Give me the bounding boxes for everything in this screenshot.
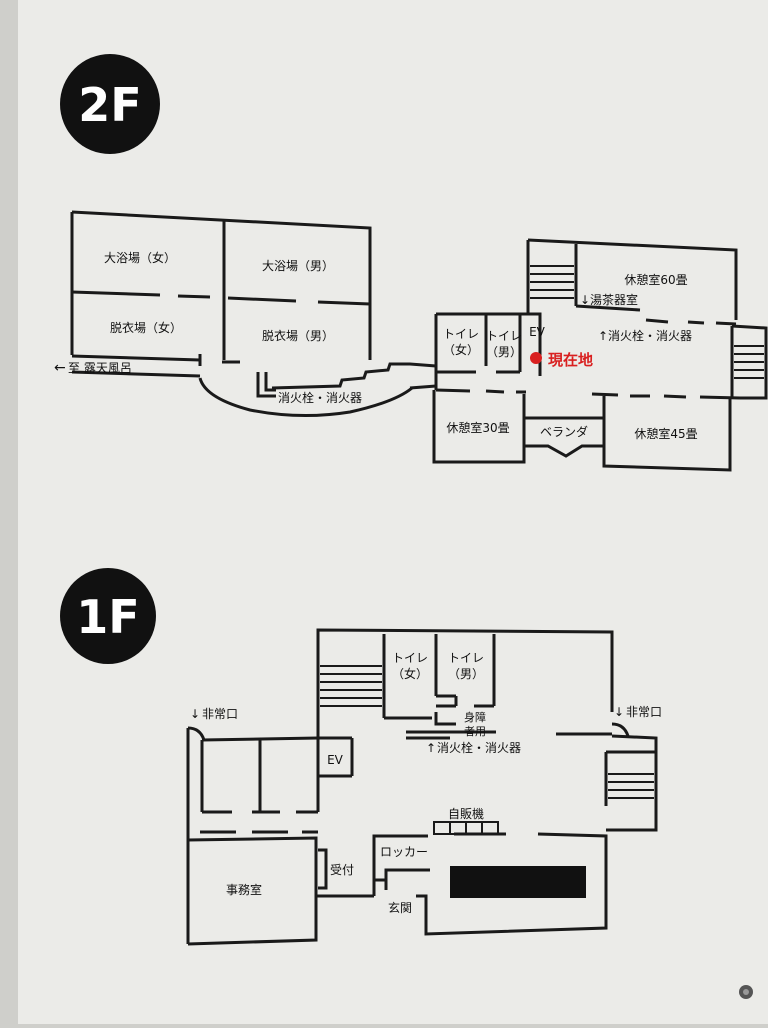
label-current-location: 現在地 [548, 351, 593, 369]
label-emergency-exit-left: 非常口 [202, 707, 238, 721]
room-vending: 自販機 [448, 806, 484, 821]
label-hydrant-1f: 消火栓・消火器 [437, 740, 521, 755]
stairs-1f-right [608, 773, 654, 799]
room-toilet-women-2f-line2: （女） [443, 342, 479, 357]
room-toilet-women-1f-line2: （女） [392, 666, 428, 681]
current-location-dot-icon [530, 352, 542, 364]
floor-badge-1f-label: 1F [76, 590, 139, 644]
arrow-down-icon: ↓ [580, 293, 590, 307]
label-open-air-bath: 至 露天風呂 [68, 361, 132, 375]
room-lounge-30: 休憩室30畳 [446, 420, 509, 435]
floor-1f: 1F [60, 568, 662, 946]
label-hydrant-2f-right: 消火栓・消火器 [608, 328, 692, 343]
floor-badge-2f [60, 54, 160, 154]
floor-badge-2f-label: 2F [78, 78, 141, 132]
room-toilet-men-2f-line2: （男） [486, 345, 522, 359]
arrow-up-icon: ↑ [598, 329, 608, 343]
board-panel [18, 0, 768, 1024]
room-entrance: 玄関 [388, 900, 412, 915]
room-lounge-60: 休憩室60畳 [624, 272, 687, 287]
stairs-2f-left [530, 265, 574, 299]
room-bath-women: 大浴場（女） [104, 250, 176, 265]
label-emergency-exit-right: 非常口 [626, 705, 662, 719]
room-dressing-women: 脱衣場（女） [110, 320, 182, 335]
labels-2f: 大浴場（女） 大浴場（男） 脱衣場（女） 脱衣場（男） ← 至 露天風呂 消火栓… [54, 250, 698, 441]
room-elevator-2f: EV [529, 325, 546, 339]
room-toilet-women-2f-line1: トイレ [443, 327, 479, 341]
room-toilet-men-1f-line2: （男） [448, 667, 484, 681]
room-elevator-1f: EV [327, 753, 344, 767]
label-hydrant-2f-left: 消火栓・消火器 [278, 390, 362, 405]
vending-machines [433, 821, 499, 835]
arrow-left-icon: ← [54, 360, 66, 376]
room-toilet-women-1f-line1: トイレ [392, 651, 428, 665]
walls-1f [186, 628, 658, 946]
labels-1f: トイレ （女） トイレ （男） 身障 者用 EV ↑ 消火栓・消火器 ↓ 非常口… [190, 651, 662, 915]
room-tea-room: 湯茶器室 [590, 292, 638, 307]
room-toilet-men-2f-line1: トイレ [486, 329, 522, 343]
room-accessible-line1: 身障 [464, 710, 486, 724]
room-toilet-men-1f-line1: トイレ [448, 651, 484, 665]
redacted-block [450, 866, 586, 898]
floor-badge-1f [60, 568, 156, 664]
arrow-down-icon: ↓ [190, 707, 200, 721]
room-locker: ロッカー [380, 845, 428, 859]
room-reception: 受付 [330, 863, 354, 877]
arrow-down-icon: ↓ [614, 705, 624, 719]
room-office: 事務室 [226, 882, 262, 897]
room-lounge-45: 休憩室45畳 [634, 426, 697, 441]
screw-icon [743, 989, 749, 995]
room-veranda: ベランダ [540, 424, 588, 439]
floor-2f: 2F [54, 54, 768, 472]
room-bath-men: 大浴場（男） [262, 259, 334, 273]
stairs-2f-right [734, 345, 764, 379]
arrow-up-icon: ↑ [426, 741, 436, 755]
stairs-1f-left [320, 665, 382, 707]
room-dressing-men: 脱衣場（男） [262, 328, 334, 343]
room-accessible-line2: 者用 [464, 725, 486, 738]
